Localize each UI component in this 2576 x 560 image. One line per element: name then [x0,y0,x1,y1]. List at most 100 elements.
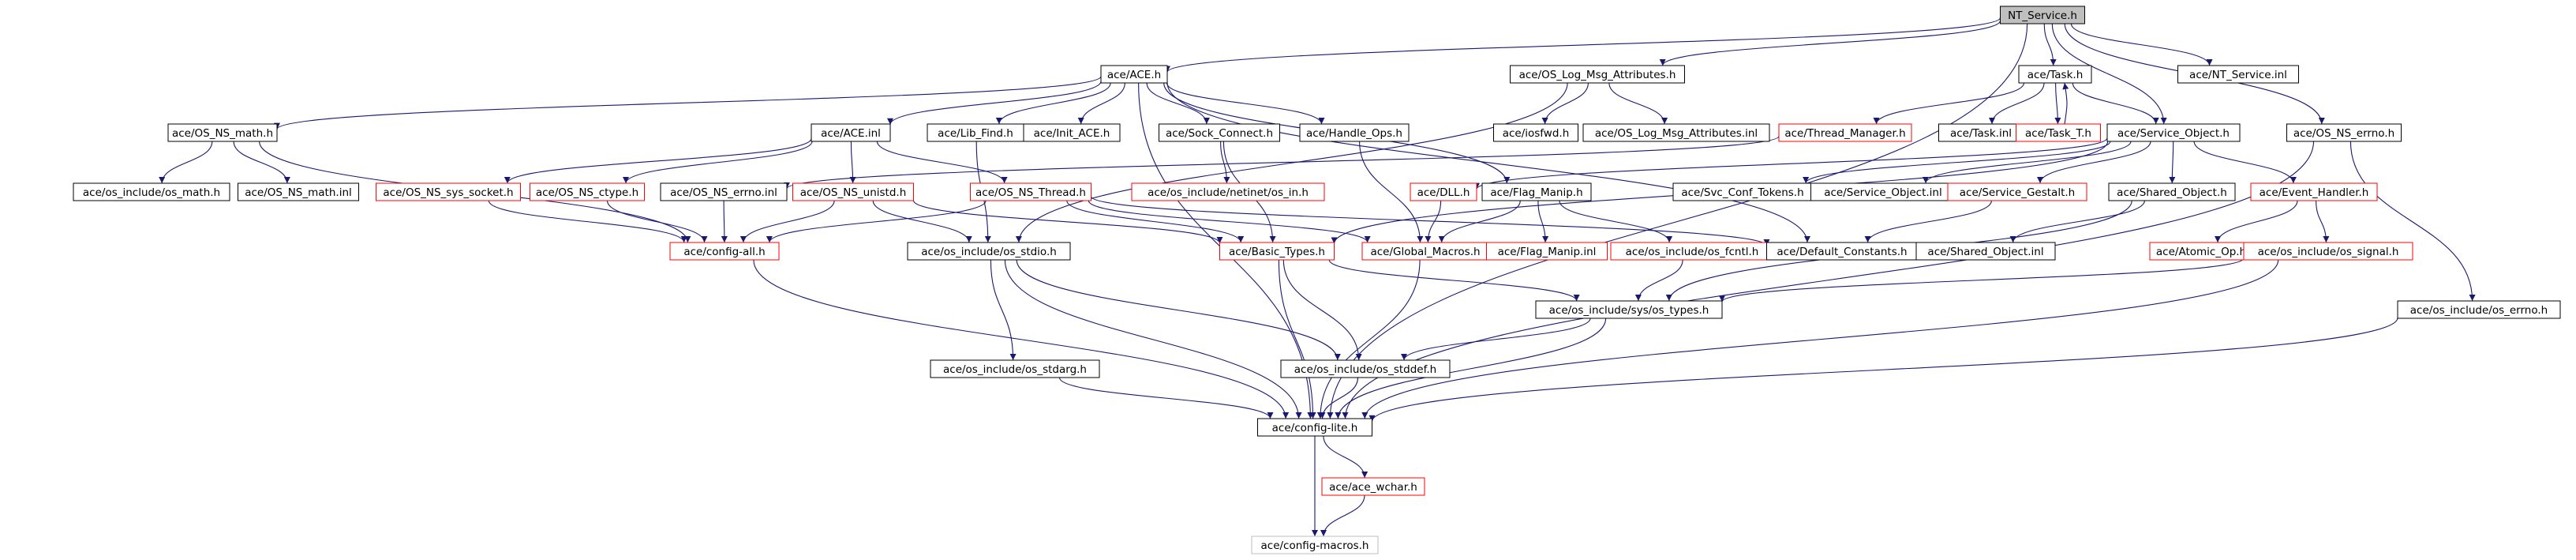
edge-ace-task-h-to-ace-thread-manager-h [1873,82,2025,125]
node-ace-iosfwd-h[interactable]: ace/iosfwd.h [1493,123,1578,142]
node-label: ace/os_include/os_math.h [83,186,220,199]
node-ace-os-include-os-stdarg-h[interactable]: ace/os_include/os_stdarg.h [930,359,1100,378]
node-label: ace/DLL.h [1417,186,1470,199]
node-box [1582,123,1770,142]
edge-ace-global-macros-h-to-ace-config-lite-h [1316,259,1421,419]
node-ace-global-macros-h[interactable]: ace/Global_Macros.h [1361,242,1489,261]
edge-ace-service-object-h-to-ace-svc-conf-tokens-h [1803,141,2111,184]
edge-ace-os-ns-thread-h-to-ace-default-constants-h [1090,196,1770,246]
node-ace-svc-conf-tokens-h[interactable]: ace/Svc_Conf_Tokens.h [1672,182,1813,201]
node-box [669,242,780,261]
node-box [2243,242,2413,261]
node-ace-os-ns-errno-inl[interactable]: ace/OS_NS_errno.inl [660,182,788,201]
node-ace-os-ns-ctype-h[interactable]: ace/OS_NS_ctype.h [530,182,645,201]
node-ace-os-ns-math-inl[interactable]: ace/OS_NS_math.inl [238,182,359,201]
node-box [811,123,891,142]
node-ace-shared-object-inl[interactable]: ace/Shared_Object.inl [1915,242,2056,261]
edge-ace-os-include-os-signal-h-to-ace-os-include-sys-os-types-h [1719,257,2245,303]
node-label: ace/Atomic_Op.h [2156,246,2246,258]
node-box [2286,123,2402,142]
node-ace-ace-h[interactable]: ace/ACE.h [1100,65,1168,84]
edge-ace-basic-types-h-to-ace-os-include-os-stddef-h [1282,259,1362,361]
node-label: NT_Service.h [2008,9,2077,22]
node-ace-os-log-msg-attributes-inl[interactable]: ace/OS_Log_Msg_Attributes.inl [1582,123,1770,142]
node-ace-flag-manip-h[interactable]: ace/Flag_Manip.h [1481,182,1592,201]
node-ace-thread-manager-h[interactable]: ace/Thread_Manager.h [1778,123,1912,142]
node-ace-os-include-os-stdio-h[interactable]: ace/os_include/os_stdio.h [907,242,1071,261]
node-ace-os-include-os-errno-h[interactable]: ace/os_include/os_errno.h [2397,300,2561,319]
node-box [1299,123,1410,142]
node-ace-shared-object-h[interactable]: ace/Shared_Object.h [2108,182,2236,201]
node-label: ace/config-macros.h [1261,539,1369,552]
edge-ace-dll-h-to-ace-global-macros-h [1425,200,1442,243]
node-label: ace/Service_Object.h [2117,127,2230,140]
node-ace-init-ace-h[interactable]: ace/Init_ACE.h [1023,123,1121,142]
node-label: ace/Global_Macros.h [1370,246,1480,258]
node-label: ace/Thread_Manager.h [1784,127,1905,140]
node-box [2016,123,2101,142]
node-label: ace/Shared_Object.inl [1927,246,2043,258]
node-box [1510,65,1685,84]
node-ace-ace-inl[interactable]: ace/ACE.inl [811,123,891,142]
node-ace-handle-ops-h[interactable]: ace/Handle_Ops.h [1299,123,1410,142]
node-box [1219,242,1335,261]
node-ace-os-ns-math-h[interactable]: ace/OS_NS_math.h [167,123,278,142]
edge-nt-service-h-to-ace-os-log-msg-attributes-h [1659,20,2001,66]
node-label: ace/os_include/sys/os_types.h [1549,304,1709,317]
node-label: ace/Init_ACE.h [1034,127,1110,140]
node-ace-os-include-os-signal-h[interactable]: ace/os_include/os_signal.h [2243,242,2413,261]
node-ace-sock-connect-h[interactable]: ace/Sock_Connect.h [1159,123,1280,142]
node-label: ace/Task.inl [1950,127,2012,140]
node-label: ace/Task_T.h [2025,127,2091,140]
node-label: ace/Sock_Connect.h [1166,127,1273,140]
node-ace-os-ns-sys-socket-h[interactable]: ace/OS_NS_sys_socket.h [376,182,521,201]
edge-ace-ace-h-to-ace-lib-find-h [995,82,1111,125]
node-ace-os-ns-thread-h[interactable]: ace/OS_NS_Thread.h [970,182,1091,201]
node-ace-os-include-os-math-h[interactable]: ace/os_include/os_math.h [73,182,230,201]
node-ace-task-inl[interactable]: ace/Task.inl [1938,123,2024,142]
node-ace-config-lite-h[interactable]: ace/config-lite.h [1257,418,1372,437]
node-nt-service-h[interactable]: NT_Service.h [2000,6,2085,24]
node-ace-basic-types-h[interactable]: ace/Basic_Types.h [1219,242,1335,261]
node-ace-service-object-inl[interactable]: ace/Service_Object.inl [1810,182,1956,201]
edge-ace-ace-inl-to-ace-os-ns-sys-socket-h [504,138,812,184]
node-ace-os-include-sys-os-types-h[interactable]: ace/os_include/sys/os_types.h [1535,300,1723,319]
node-label: ace/OS_Log_Msg_Attributes.inl [1595,127,1758,140]
edge-ace-basic-types-h-to-ace-os-include-sys-os-types-h [1328,259,1580,302]
edge-ace-os-include-sys-os-types-h-to-ace-os-include-os-stddef-h [1401,318,1591,361]
node-box [1486,242,1608,261]
node-box [2108,182,2236,201]
node-label: ace/ACE.h [1107,69,1161,81]
node-ace-nt-service-inl[interactable]: ace/NT_Service.inl [2177,65,2299,84]
node-ace-atomic-op-h[interactable]: ace/Atomic_Op.h [2149,242,2253,261]
node-ace-service-object-h[interactable]: ace/Service_Object.h [2106,123,2241,142]
edge-ace-os-include-os-stdio-h-to-ace-os-include-os-stdarg-h [990,259,1017,361]
node-ace-default-constants-h[interactable]: ace/Default_Constants.h [1766,242,1918,261]
edge-ace-os-include-os-stdio-h-to-ace-config-lite-h [1004,259,1302,419]
edge-ace-os-ns-sys-socket-h-to-ace-config-all-h [488,200,687,243]
node-label: ace/OS_NS_math.h [172,127,273,140]
node-ace-dll-h[interactable]: ace/DLL.h [1410,182,1477,201]
node-label: ace/Service_Gestalt.h [1960,186,2075,199]
edge-ace-task-t-h-to-ace-task-h [2062,82,2069,125]
node-ace-os-log-msg-attributes-h[interactable]: ace/OS_Log_Msg_Attributes.h [1510,65,1685,84]
node-ace-os-include-netinet-os-in-h[interactable]: ace/os_include/netinet/os_in.h [1131,182,1325,201]
node-ace-ace-wchar-h[interactable]: ace/ace_wchar.h [1321,477,1425,496]
edge-nt-service-h-to-ace-ace-h [1164,17,2001,73]
edge-ace-os-ns-ctype-h-to-ace-config-all-h [606,200,708,243]
node-box [1410,182,1477,201]
node-ace-os-include-os-stddef-h[interactable]: ace/os_include/os_stddef.h [1280,359,1451,378]
node-ace-os-include-os-fcntl-h[interactable]: ace/os_include/os_fcntl.h [1610,242,1774,261]
node-ace-config-all-h[interactable]: ace/config-all.h [669,242,780,261]
node-ace-service-gestalt-h[interactable]: ace/Service_Gestalt.h [1947,182,2087,201]
node-box [1251,536,1379,554]
node-ace-flag-manip-inl[interactable]: ace/Flag_Manip.inl [1486,242,1608,261]
node-label: ace/Default_Constants.h [1777,246,1907,258]
node-label: ace/Basic_Types.h [1229,246,1325,258]
node-ace-os-ns-unistd-h[interactable]: ace/OS_NS_unistd.h [792,182,914,201]
node-ace-lib-find-h[interactable]: ace/Lib_Find.h [927,123,1024,142]
node-ace-task-t-h[interactable]: ace/Task_T.h [2016,123,2101,142]
node-ace-task-h[interactable]: ace/Task.h [2018,65,2092,84]
node-ace-event-handler-h[interactable]: ace/Event_Handler.h [2250,182,2378,201]
node-ace-os-ns-errno-h[interactable]: ace/OS_NS_errno.h [2286,123,2402,142]
